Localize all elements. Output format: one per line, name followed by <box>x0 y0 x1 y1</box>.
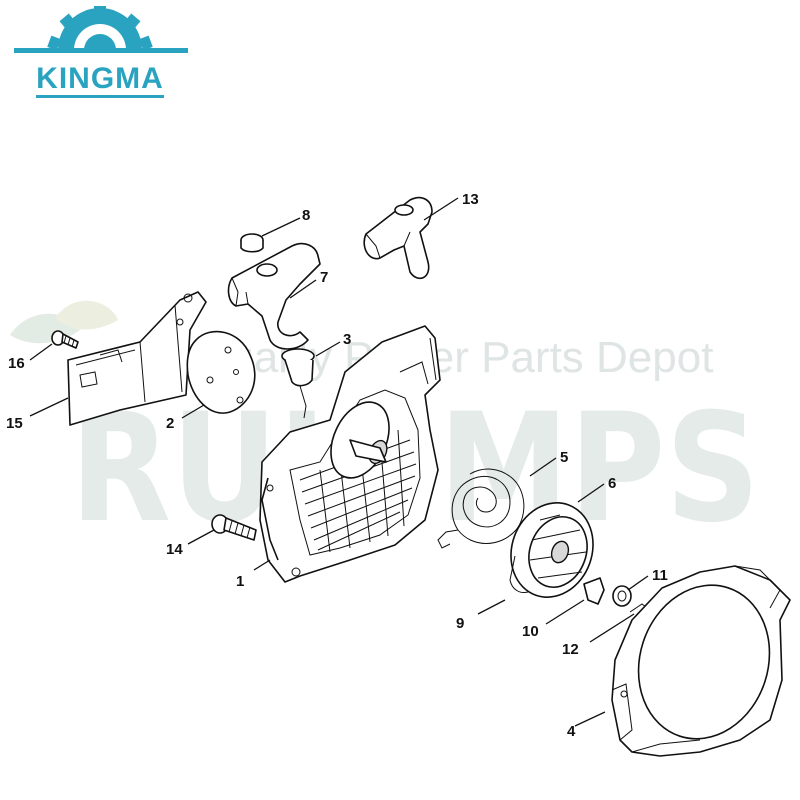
leader-1 <box>253 559 271 571</box>
leader-14 <box>187 529 215 545</box>
leader-5 <box>529 457 557 477</box>
part-8-cap <box>240 233 264 253</box>
leader-7 <box>289 279 317 299</box>
leader-11 <box>627 575 649 591</box>
part-5-spring <box>437 468 525 549</box>
leader-16 <box>29 343 53 361</box>
leader-2 <box>181 404 205 419</box>
leader-3 <box>315 341 341 357</box>
kingma-logo: KINGMA <box>14 6 188 98</box>
part-4-fan-cover <box>611 565 791 757</box>
callout-7: 7 <box>320 269 328 286</box>
part-11-washer <box>612 585 632 607</box>
leader-12 <box>589 613 635 643</box>
callout-1: 1 <box>236 573 244 590</box>
part-10-pawl <box>583 577 605 605</box>
callout-14: 14 <box>166 541 183 558</box>
callout-2: 2 <box>166 415 174 432</box>
leader-13 <box>423 197 459 221</box>
logo-wordmark: KINGMA <box>36 62 164 95</box>
part-13-handle <box>363 196 433 280</box>
part-14-bolt <box>211 514 257 541</box>
part-7-handle <box>227 242 321 350</box>
callout-12: 12 <box>562 641 579 658</box>
leader-6 <box>577 483 605 503</box>
logo-underline <box>36 95 164 98</box>
callout-5: 5 <box>560 449 568 466</box>
callout-numbers: 1 2 3 4 5 6 7 8 9 10 11 12 13 14 15 16 <box>6 191 668 740</box>
leader-10 <box>545 599 585 625</box>
callout-8: 8 <box>302 207 310 224</box>
callout-3: 3 <box>343 331 351 348</box>
leader-15 <box>29 397 69 417</box>
callout-13: 13 <box>462 191 479 208</box>
callout-6: 6 <box>608 475 616 492</box>
part-15-cover-plate <box>67 291 207 426</box>
callout-16: 16 <box>8 355 25 372</box>
callout-15: 15 <box>6 415 23 432</box>
gear-icon <box>14 6 188 53</box>
leader-8 <box>261 217 301 237</box>
part-6-rope-rotor <box>509 502 594 598</box>
callout-10: 10 <box>522 623 539 640</box>
part-2-disc <box>186 330 256 414</box>
leader-4 <box>574 711 606 727</box>
callout-4: 4 <box>567 723 576 740</box>
leader-lines <box>29 197 649 727</box>
callout-11: 11 <box>652 567 668 584</box>
part-16-screw <box>51 330 79 349</box>
part-3-bushing <box>281 348 315 419</box>
leader-9 <box>477 599 506 615</box>
callout-9: 9 <box>456 615 464 632</box>
part-1-fan-housing <box>259 325 441 583</box>
